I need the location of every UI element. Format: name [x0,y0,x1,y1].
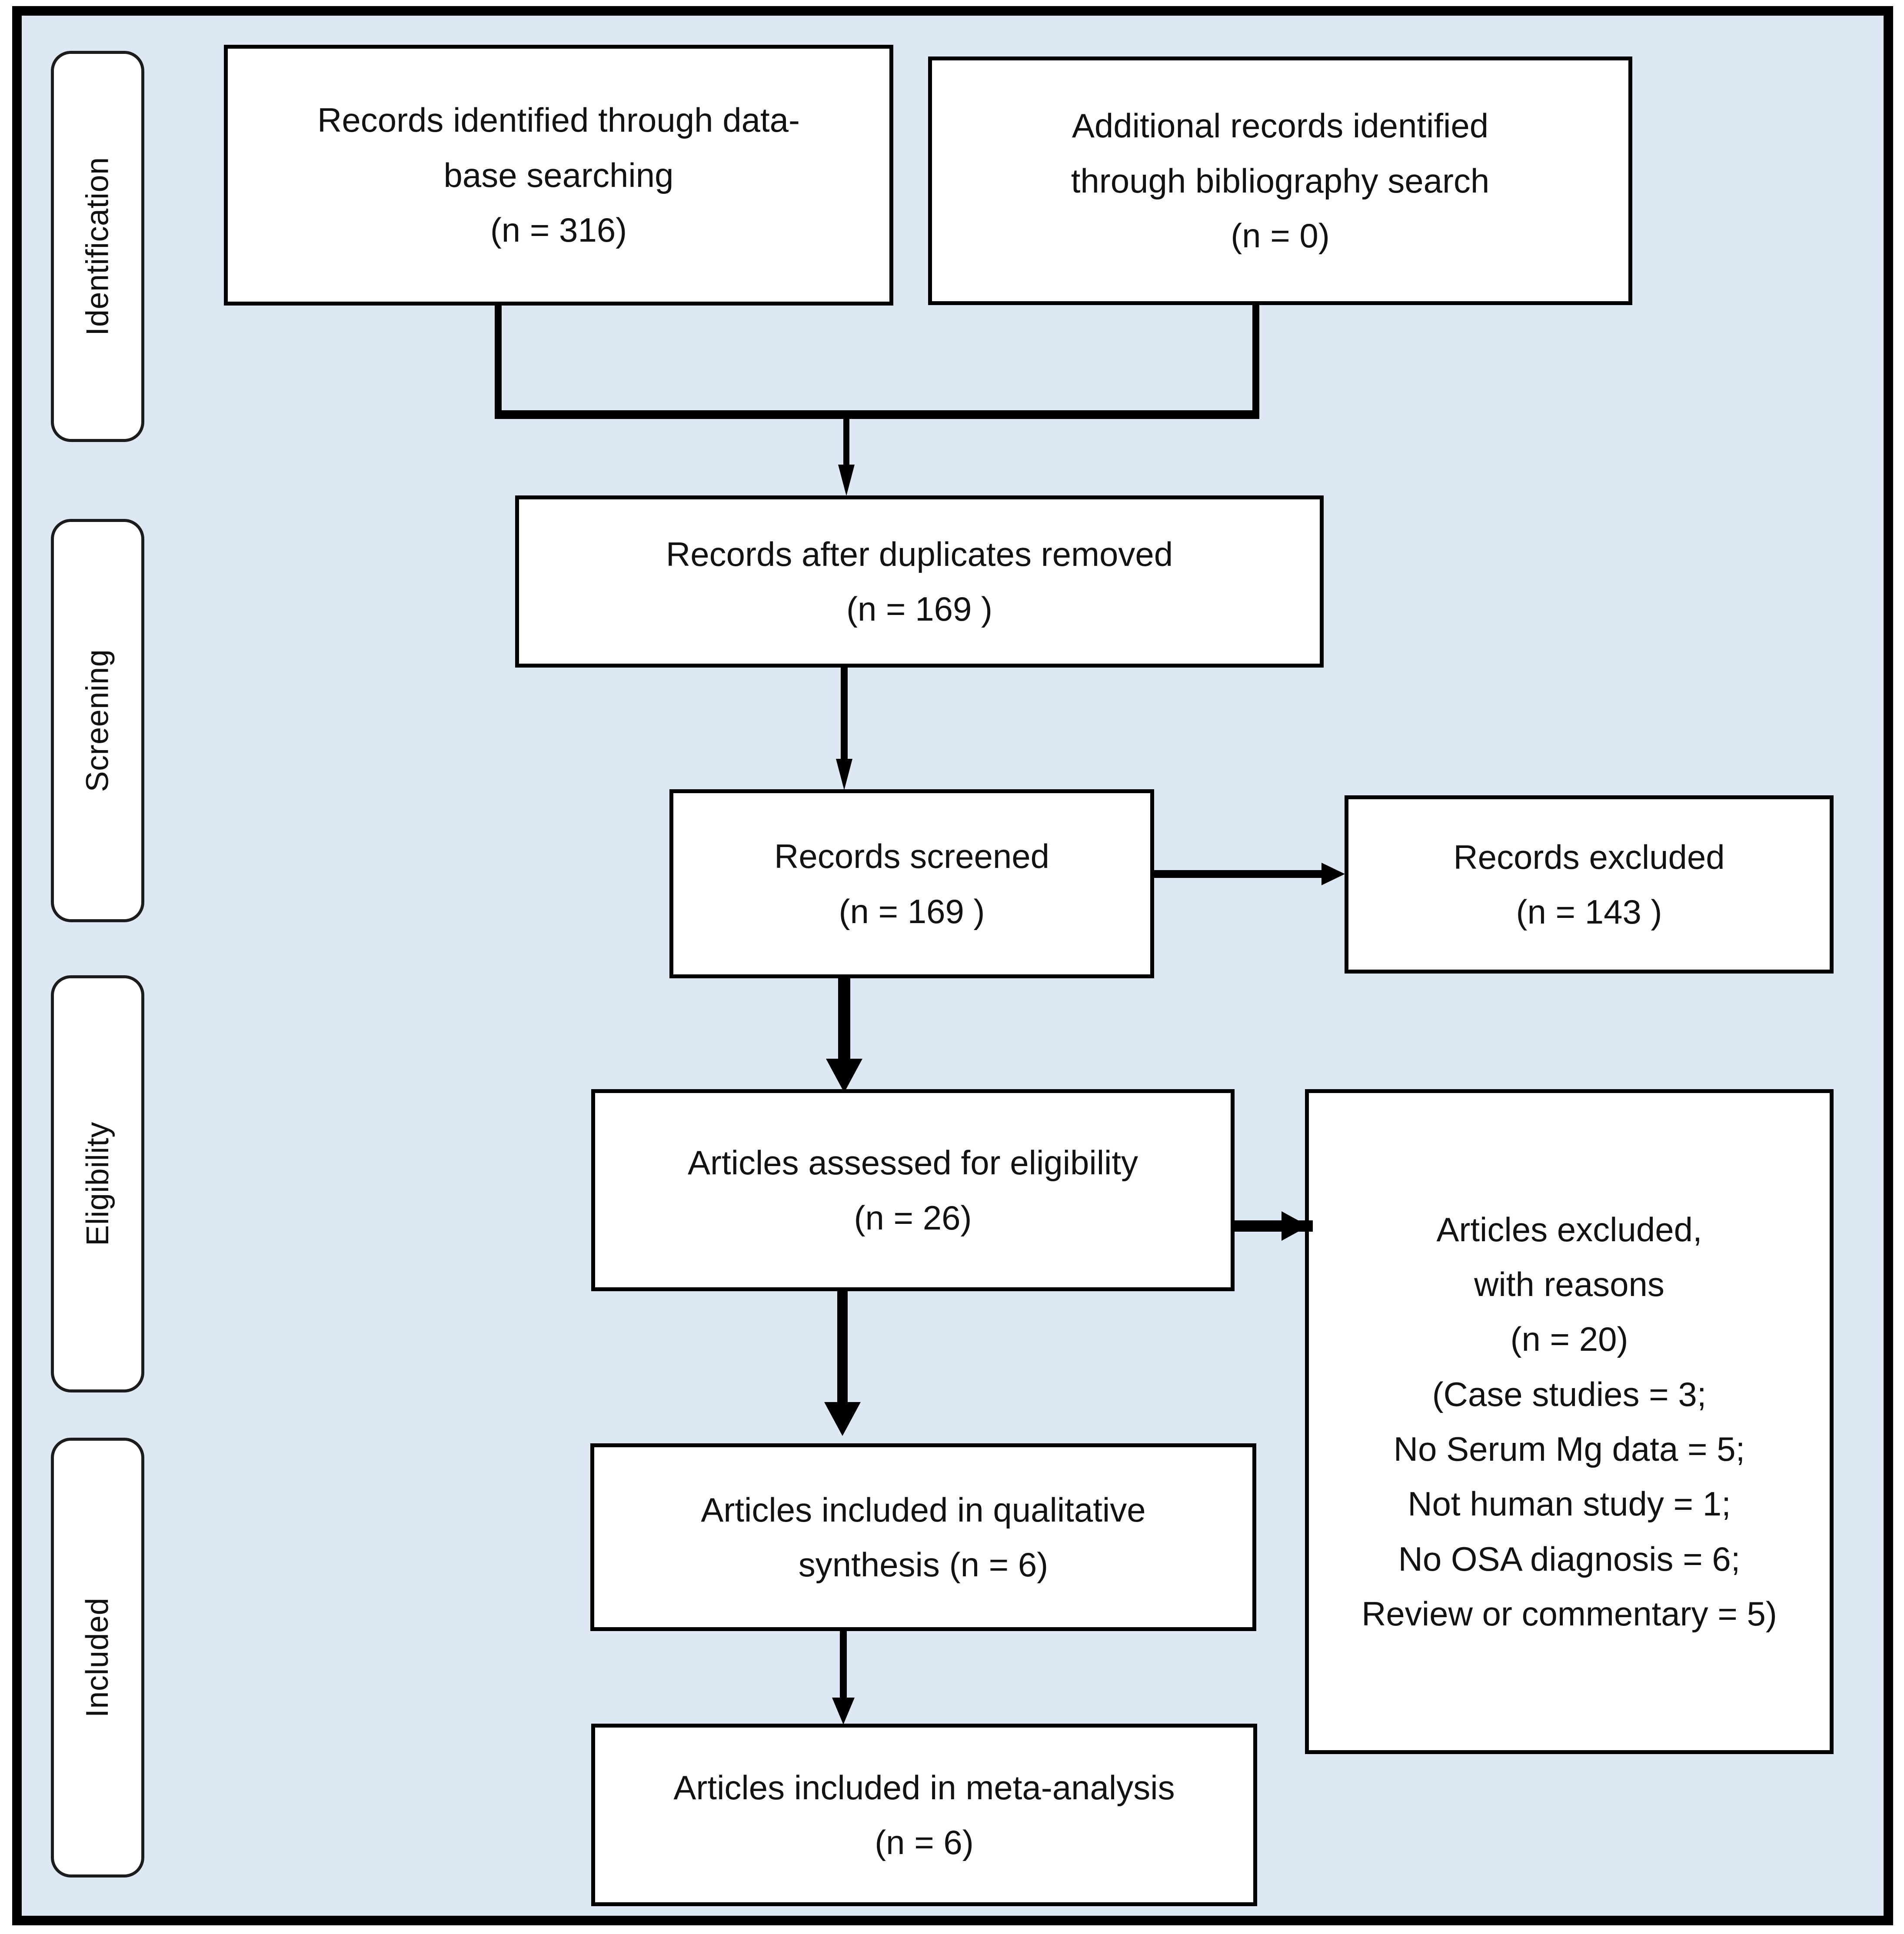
box-records-screened-count: (n = 169 ) [839,892,985,930]
box-assessed-eligibility-count: (n = 26) [854,1198,972,1237]
box-articles-excluded-line2: with reasons [1474,1265,1664,1303]
box-qualitative-synthesis-count: synthesis (n = 6) [798,1545,1049,1584]
box-qualitative-synthesis: Articles included in qualitative synthes… [590,1443,1256,1631]
arrow-to-meta-analysis [832,1698,855,1725]
stage-label-included: Included [51,1438,144,1878]
arrow-to-after-duplicates [838,465,855,496]
connector-to-qualitative-synthesis [837,1291,848,1415]
box-records-excluded-count: (n = 143 ) [1516,893,1662,931]
box-articles-excluded-reason-5: Review or commentary = 5) [1361,1595,1777,1633]
connector-bibliography-drop [1252,305,1259,417]
box-database-records-line1: Records identified through data- [317,101,800,140]
box-articles-excluded-count: (n = 20) [1510,1320,1628,1359]
connector-merge-stem [843,417,849,468]
connector-to-records-screened [841,668,848,761]
connector-to-meta-analysis [840,1631,847,1707]
stage-label-eligibility: Eligibility [51,975,144,1392]
box-bibliography-records-line1: Additional records identified [1072,106,1489,145]
box-articles-excluded-reason-1: (Case studies = 3; [1432,1375,1707,1413]
box-after-duplicates-line1: Records after duplicates removed [666,535,1173,573]
connector-to-assessed-eligibility [838,978,850,1067]
stage-label-identification: Identification [51,51,144,442]
box-articles-excluded-reason-4: No OSA diagnosis = 6; [1398,1539,1741,1578]
connector-database-drop [495,306,502,417]
box-bibliography-records-line2: through bibliography search [1071,161,1490,200]
box-articles-excluded-reason-2: No Serum Mg data = 5; [1393,1430,1745,1468]
box-assessed-eligibility-line1: Articles assessed for eligibility [687,1143,1138,1182]
stage-label-identification-text: Identification [80,157,115,336]
box-bibliography-records: Additional records identified through bi… [928,56,1632,305]
connector-to-records-excluded [1154,870,1328,878]
arrow-to-assessed-eligibility [826,1059,862,1093]
box-assessed-eligibility: Articles assessed for eligibility (n = 2… [591,1089,1235,1291]
stage-label-screening: Screening [51,519,144,922]
box-after-duplicates: Records after duplicates removed (n = 16… [515,495,1324,668]
box-articles-excluded-reason-3: Not human study = 1; [1408,1485,1731,1523]
box-database-records-line2: base searching [443,156,674,194]
box-bibliography-records-count: (n = 0) [1231,216,1330,255]
arrow-to-articles-excluded [1282,1211,1308,1241]
box-records-excluded-line1: Records excluded [1453,837,1725,876]
box-database-records-count: (n = 316) [490,211,627,249]
box-records-excluded: Records excluded (n = 143 ) [1345,795,1834,974]
diagram-frame: Identification Screening Eligibility Inc… [12,6,1893,1925]
stage-label-eligibility-text: Eligibility [80,1122,115,1246]
connector-merge-bar [495,410,1259,419]
arrow-to-records-screened [836,759,852,790]
stage-label-screening-text: Screening [80,649,115,792]
stage-label-included-text: Included [80,1597,115,1718]
box-records-screened: Records screened (n = 169 ) [669,789,1154,978]
box-meta-analysis-line1: Articles included in meta-analysis [673,1768,1175,1807]
box-meta-analysis-count: (n = 6) [875,1823,974,1861]
box-articles-excluded: Articles excluded, with reasons (n = 20)… [1305,1089,1834,1754]
box-database-records: Records identified through data- base se… [224,45,893,306]
box-meta-analysis: Articles included in meta-analysis (n = … [591,1724,1257,1906]
box-after-duplicates-count: (n = 169 ) [846,590,993,628]
arrow-to-records-excluded [1321,863,1345,885]
box-records-screened-line1: Records screened [774,837,1049,876]
box-articles-excluded-line1: Articles excluded, [1436,1210,1702,1249]
box-qualitative-synthesis-line1: Articles included in qualitative [701,1490,1146,1529]
arrow-to-qualitative-synthesis [824,1402,861,1436]
